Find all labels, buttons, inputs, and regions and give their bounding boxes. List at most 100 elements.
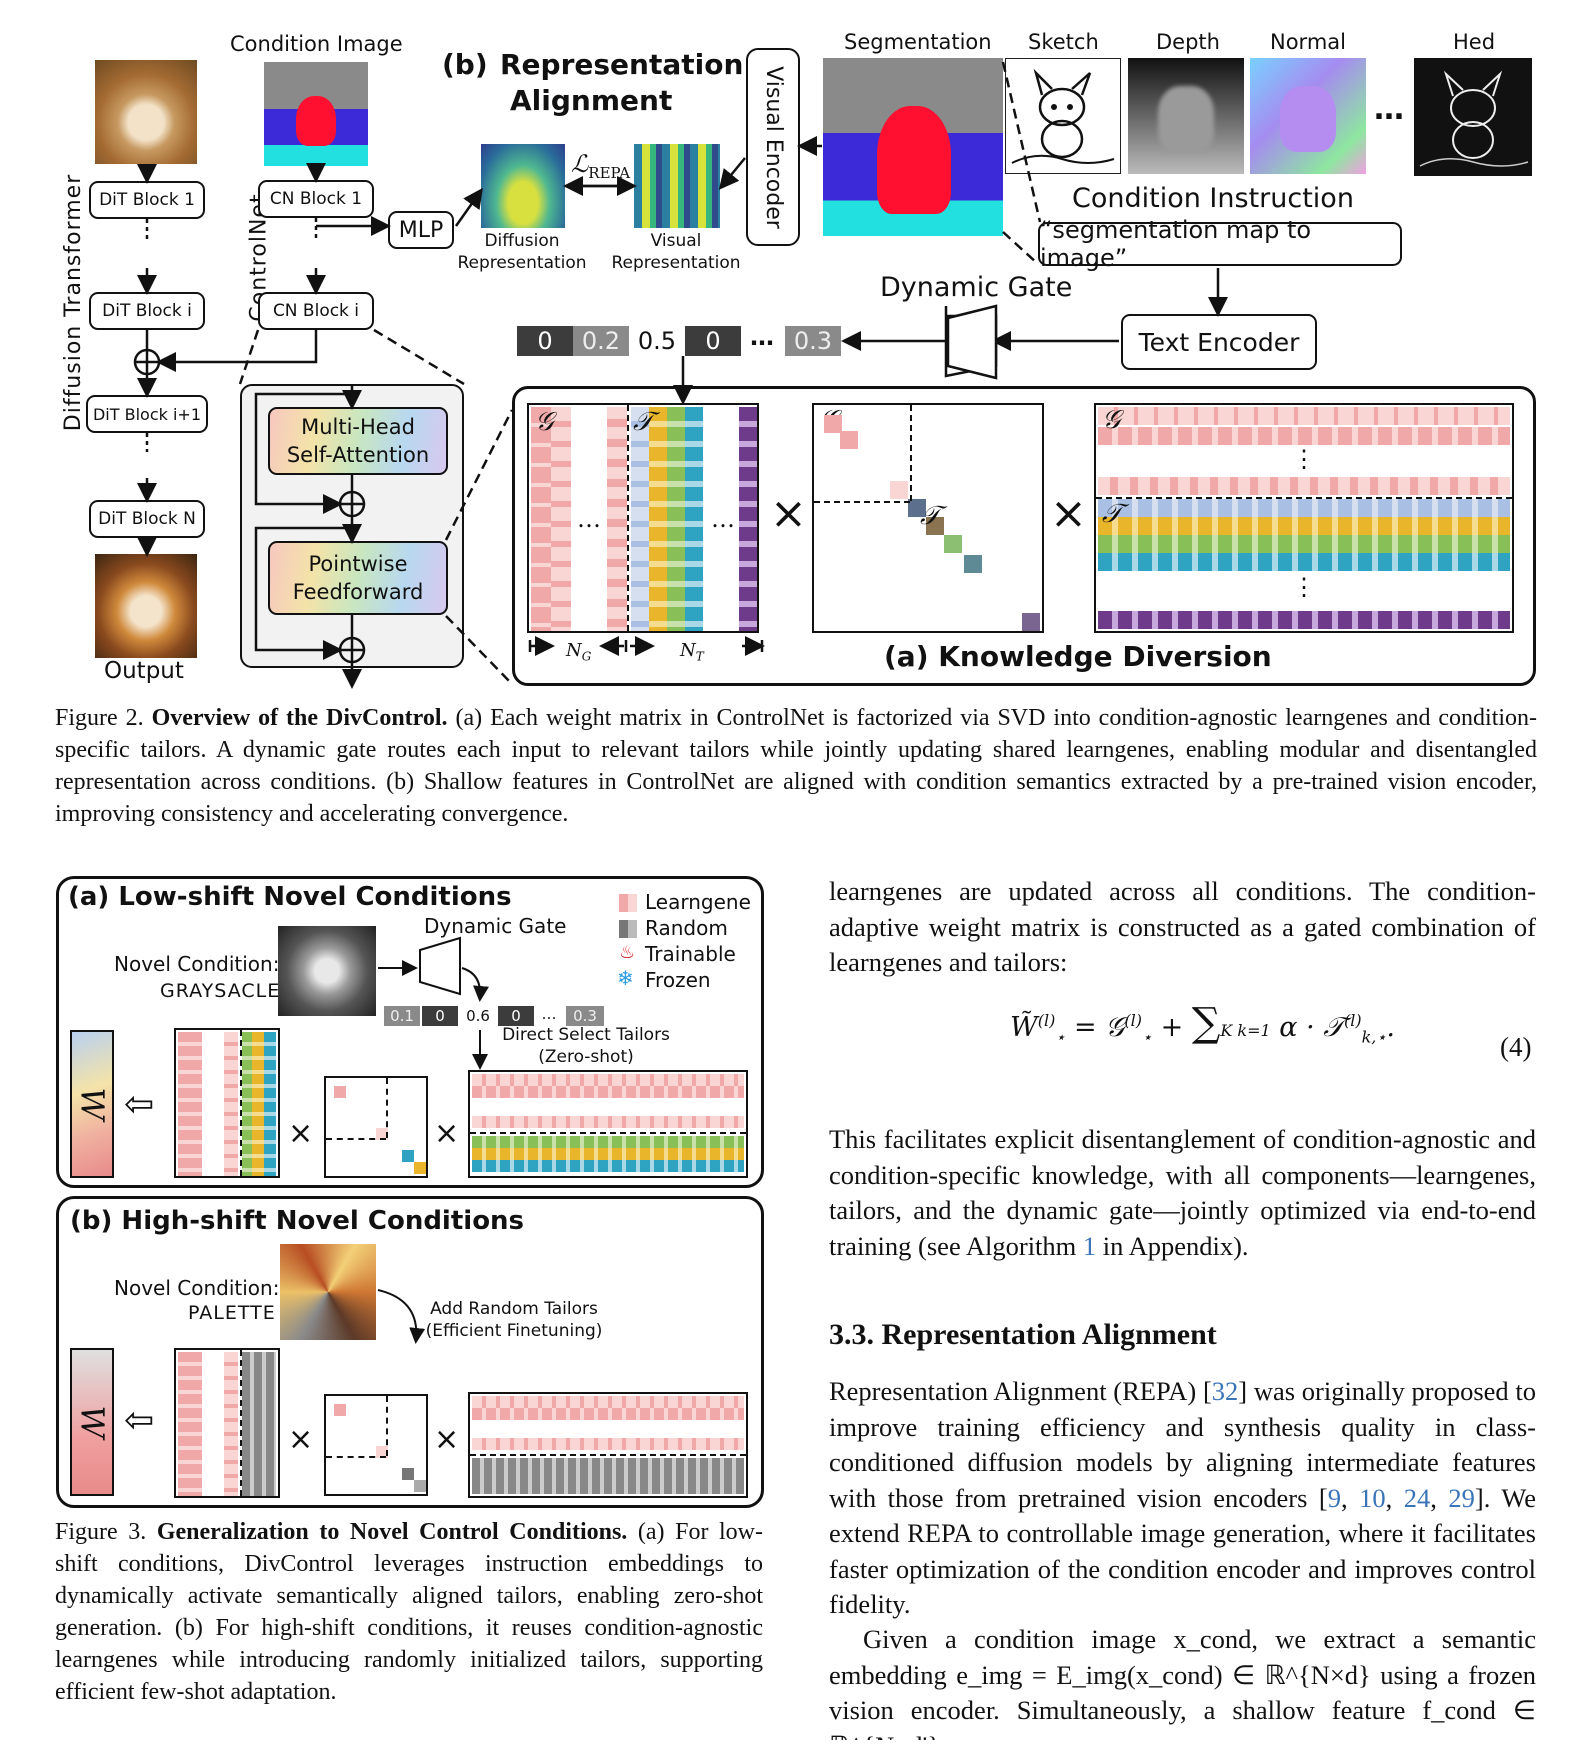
- sketch-image: [1005, 58, 1121, 174]
- add-random-label: Add Random Tailors (Efficient Finetuning…: [425, 1299, 603, 1341]
- condition-image: [264, 62, 368, 166]
- paragraph-4: Given a condition image x_cond, we extra…: [829, 1624, 1536, 1740]
- paragraph-1: learngenes are updated across all condit…: [829, 876, 1536, 977]
- citation-link[interactable]: 29: [1448, 1482, 1475, 1513]
- ng-label: NG: [566, 640, 592, 664]
- visual-representation-label: Visual Representation: [611, 231, 741, 273]
- arrow-left-icon: ⇦: [124, 1084, 155, 1125]
- depth-label: Depth: [1156, 30, 1220, 54]
- input-image: [95, 60, 197, 164]
- equation-number: (4): [1500, 1032, 1532, 1062]
- gate-value: 0: [517, 326, 573, 356]
- gate-value: 0.3: [785, 326, 841, 356]
- l-repa-label: ℒREPA: [571, 150, 631, 182]
- rep-align-line2: Alignment: [510, 84, 673, 117]
- knowledge-diversion-label: (a) Knowledge Diversion: [884, 640, 1272, 673]
- mlp-box: MLP: [388, 211, 454, 249]
- legend-trainable: Trainable: [645, 942, 736, 966]
- knowledge-diversion-panel: [512, 386, 1536, 686]
- panel-a-dynamic-gate: Dynamic Gate: [424, 914, 567, 938]
- left-matrix: 𝒢 𝒯 … …: [527, 403, 759, 633]
- novel-condition-b-label: Novel Condition:: [114, 1276, 280, 1300]
- normal-image: [1250, 58, 1366, 174]
- gate-value: 0.2: [573, 326, 629, 356]
- left-matrix-t: 𝒯: [633, 407, 653, 437]
- times-a2: ×: [434, 1116, 460, 1151]
- images-ellipsis: …: [1374, 92, 1404, 127]
- right-matrix-t: 𝒯: [1102, 499, 1122, 529]
- fire-icon: ♨: [619, 942, 636, 963]
- snowflake-icon: ❄: [617, 966, 634, 990]
- normal-label: Normal: [1270, 30, 1346, 54]
- section-heading: 3.3. Representation Alignment: [829, 1318, 1217, 1351]
- hed-label: Hed: [1453, 30, 1496, 54]
- mhsa-box: Multi-Head Self-Attention: [268, 407, 448, 475]
- visual-representation-map: [634, 144, 720, 228]
- hed-image: [1414, 58, 1532, 176]
- novel-condition-a-label: Novel Condition:: [114, 952, 280, 976]
- arrow-left-icon: ⇦: [124, 1400, 155, 1441]
- figure2-caption: Figure 2. Overview of the DivControl. (a…: [55, 705, 1538, 827]
- dit-block-n: DiT Block N: [89, 500, 205, 538]
- legend-random: Random: [645, 916, 728, 940]
- w-matrix-b: W: [70, 1348, 114, 1496]
- panel-b-title: (b) High-shift Novel Conditions: [70, 1206, 525, 1236]
- output-image: [95, 554, 197, 658]
- panel-a-right-matrix: [468, 1070, 748, 1178]
- times-1: ×: [770, 488, 807, 539]
- output-label: Output: [104, 658, 184, 684]
- panel-b-right-matrix: [468, 1392, 748, 1498]
- right-matrix-vdots-2: ⋮: [1292, 573, 1316, 601]
- grayscale-image: [278, 926, 376, 1016]
- legend-learngene: Learngene: [645, 890, 751, 914]
- rep-align-line1: Representation: [500, 48, 744, 81]
- times-b2: ×: [434, 1422, 460, 1457]
- gate-value: 0: [685, 326, 741, 356]
- w-matrix-a: W: [70, 1030, 114, 1178]
- gate-value: 0: [498, 1006, 534, 1026]
- gate-value: 0.6: [460, 1006, 496, 1026]
- dit-block-i: DiT Block i: [89, 292, 205, 330]
- times-2: ×: [1050, 488, 1087, 539]
- panel-b-diag-matrix: [324, 1394, 428, 1496]
- left-matrix-dots-g: …: [577, 505, 601, 533]
- citation-link[interactable]: 24: [1403, 1482, 1431, 1513]
- condition-instruction-label: Condition Instruction: [1072, 183, 1354, 214]
- rep-align-b: (b): [442, 48, 488, 81]
- panel-a-left-matrix: [174, 1028, 280, 1178]
- legend-frozen: Frozen: [645, 968, 711, 992]
- dynamic-gate-label: Dynamic Gate: [880, 272, 1073, 303]
- paragraph-3: Representation Alignment (REPA) [32] was…: [829, 1376, 1536, 1619]
- direct-select-label: Direct Select Tailors (Zero-shot): [502, 1025, 670, 1067]
- ffn-box: Pointwise Feedforward: [268, 541, 448, 615]
- dynamic-gate-icon: [946, 304, 998, 380]
- text-encoder-box: Text Encoder: [1121, 314, 1317, 370]
- palette-image: [280, 1244, 376, 1340]
- times-b1: ×: [288, 1422, 314, 1457]
- figure3-panel-a: [56, 876, 764, 1188]
- visual-encoder-box: Visual Encoder: [746, 48, 800, 246]
- figure3-panel-b: [56, 1196, 764, 1508]
- algorithm-ref-link[interactable]: 1: [1082, 1230, 1097, 1261]
- equation-4: W̃(l)⋆ = 𝒢(l)⋆ + ∑K k=1 α · 𝒯(l)k,⋆.: [1010, 1000, 1395, 1047]
- citation-link[interactable]: 9: [1327, 1482, 1341, 1513]
- panel-b-left-matrix: [174, 1348, 280, 1498]
- citation-link[interactable]: 32: [1211, 1376, 1239, 1406]
- panel-a-title: (a) Low-shift Novel Conditions: [68, 882, 512, 912]
- right-matrix-g: 𝒢: [1102, 405, 1121, 435]
- gate-value: 0.1: [384, 1006, 420, 1026]
- nt-label: NT: [680, 640, 704, 664]
- citation-link[interactable]: 10: [1359, 1482, 1386, 1513]
- diag-matrix-t: 𝒯: [920, 501, 940, 531]
- paragraph-2: This facilitates explicit disentanglemen…: [829, 1124, 1536, 1261]
- right-matrix-vdots-1: ⋮: [1292, 445, 1316, 473]
- segmentation-image: [823, 58, 1003, 236]
- segmentation-label: Segmentation: [844, 30, 992, 54]
- left-matrix-dots-t: …: [711, 505, 735, 533]
- right-matrix: 𝒢 𝒯 ⋮ ⋮: [1094, 403, 1514, 633]
- times-a1: ×: [288, 1116, 314, 1151]
- sketch-label: Sketch: [1028, 30, 1099, 54]
- diffusion-representation-label: Diffusion Representation: [457, 231, 587, 273]
- cn-block-i: CN Block i: [258, 292, 374, 330]
- gate-value: …: [536, 1004, 562, 1024]
